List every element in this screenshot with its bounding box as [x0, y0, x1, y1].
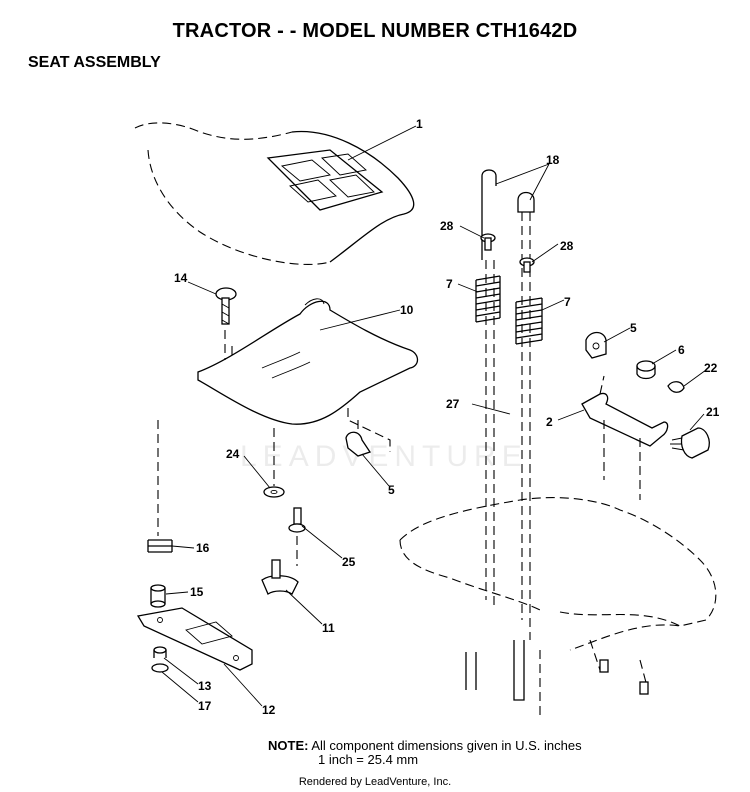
callout-14: 14: [174, 271, 188, 285]
callout-5-upper: 5: [630, 321, 637, 335]
seat-cushion-part: [134, 122, 415, 265]
clip-part: [667, 381, 685, 393]
callout-24: 24: [226, 447, 240, 461]
clamp-part-upper: [585, 331, 607, 359]
callout-2: 2: [546, 415, 553, 429]
screw-part: [288, 507, 306, 566]
note-line-2: 1 inch = 25.4 mm: [318, 752, 419, 767]
seat-rods-part: [465, 169, 541, 720]
callout-28-left: 28: [440, 219, 454, 233]
mounting-plate-part: [136, 607, 253, 671]
adjust-knob-part: [670, 427, 710, 459]
small-screw-parts: [480, 233, 535, 273]
callout-16: 16: [196, 541, 210, 555]
page-title: TRACTOR - - MODEL NUMBER CTH1642D: [172, 20, 578, 42]
tractor-frame-outline: [399, 497, 717, 695]
callout-12: 12: [262, 703, 276, 717]
callout-17: 17: [198, 699, 212, 713]
note-label: NOTE:: [268, 738, 309, 753]
callout-18: 18: [546, 153, 560, 167]
callout-5-lower: 5: [388, 483, 395, 497]
callout-22: 22: [704, 361, 718, 375]
callout-27: 27: [446, 397, 460, 411]
callout-21: 21: [706, 405, 720, 419]
callout-15: 15: [190, 585, 204, 599]
seat-pan-part: [197, 298, 419, 452]
seat-knob-part: [261, 559, 299, 595]
seat-spring-part: [147, 420, 173, 553]
leader-lines: [161, 125, 707, 707]
callout-13: 13: [198, 679, 212, 693]
callout-7-right: 7: [564, 295, 571, 309]
spacer-part: [150, 584, 166, 608]
washer-part: [263, 428, 285, 498]
callout-7-left: 7: [446, 277, 453, 291]
knob-part: [636, 360, 656, 380]
callout-6: 6: [678, 343, 685, 357]
callout-25: 25: [342, 555, 356, 569]
note-line-1: All component dimensions given in U.S. i…: [311, 738, 582, 753]
callout-10: 10: [400, 303, 414, 317]
callout-1: 1: [416, 117, 423, 131]
bracket-part: [581, 375, 669, 500]
section-title: SEAT ASSEMBLY: [28, 54, 161, 71]
watermark: LEADVENTURE: [240, 440, 528, 473]
callout-28-right: 28: [560, 239, 574, 253]
spring-parts: [475, 275, 543, 345]
seat-bolt-part: [215, 287, 237, 360]
nut-washer-parts: [151, 646, 169, 673]
callout-11: 11: [322, 621, 335, 635]
clamp-part-lower: [345, 420, 372, 457]
dimension-note: NOTE: All component dimensions given in …: [268, 738, 582, 767]
footer-credit: Rendered by LeadVenture, Inc.: [298, 776, 452, 788]
